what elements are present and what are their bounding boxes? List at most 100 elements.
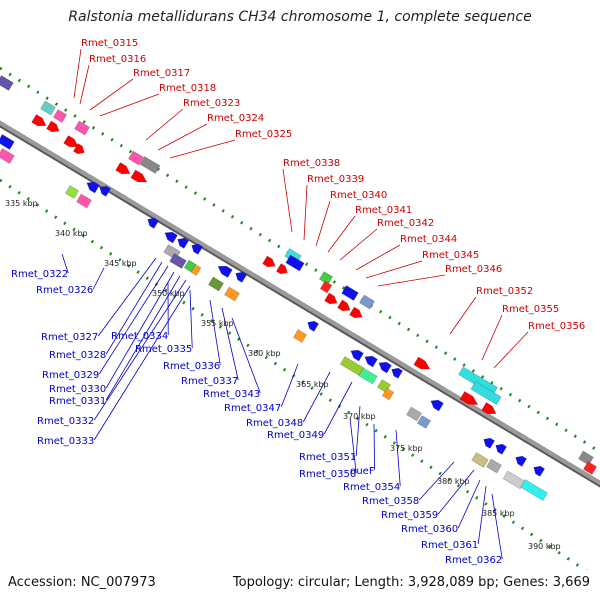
- feature-block: [224, 286, 240, 302]
- reverse-gene-label: Rmet_0322: [11, 269, 68, 280]
- forward-gene-label: Rmet_0344: [400, 234, 457, 245]
- reverse-gene-label: Rmet_0360: [401, 524, 458, 535]
- reverse-gene-arrow: [307, 320, 320, 332]
- forward-leader-line: [339, 228, 378, 261]
- reverse-gene-label: Rmet_0331: [49, 396, 106, 407]
- accession-text: Accession: NC_007973: [8, 575, 156, 590]
- backbone: [0, 120, 600, 486]
- reverse-gene-arrow: [350, 349, 364, 362]
- forward-gene-label: Rmet_0355: [502, 304, 559, 315]
- tick-label: 340 kbp: [55, 229, 88, 238]
- reverse-leader-line: [418, 461, 455, 501]
- reverse-gene-arrow: [430, 399, 444, 412]
- tick-label: 365 kbp: [296, 380, 329, 389]
- forward-gene-arrow: [275, 263, 288, 275]
- forward-gene-arrow: [481, 402, 497, 415]
- forward-leader-line: [449, 296, 477, 335]
- forward-gene-arrow: [63, 135, 79, 148]
- reverse-leader-line: [457, 479, 481, 529]
- forward-leader-line: [481, 314, 503, 361]
- reverse-leader-line: [93, 285, 191, 441]
- reverse-leader-line: [97, 257, 157, 337]
- reverse-gene-label: Rmet_0337: [181, 376, 238, 387]
- reverse-gene-arrow: [364, 355, 378, 368]
- reverse-gene-arrow: [235, 271, 248, 283]
- reverse-gene-label: Rmet_0335: [135, 344, 192, 355]
- reverse-leader-line: [105, 271, 175, 389]
- reverse-leader-line: [93, 279, 187, 421]
- reverse-gene-label: Rmet_0354: [343, 482, 400, 493]
- reverse-gene-label: queF: [350, 466, 375, 477]
- forward-gene-arrow: [115, 162, 131, 175]
- reverse-leader-line: [373, 423, 375, 471]
- reverse-gene-label: Rmet_0332: [37, 416, 94, 427]
- forward-gene-arrow: [413, 356, 431, 370]
- reverse-gene-arrow: [515, 455, 528, 467]
- reverse-leader-line: [221, 307, 239, 381]
- feature-block: [285, 254, 305, 272]
- feature-block: [169, 253, 187, 269]
- feature-block: [381, 387, 395, 401]
- forward-gene-label: Rmet_0323: [183, 98, 240, 109]
- forward-gene-label: Rmet_0317: [133, 68, 190, 79]
- reverse-leader-line: [437, 469, 475, 515]
- feature-block: [318, 271, 334, 285]
- feature-block: [341, 285, 359, 301]
- forward-gene-arrow: [31, 114, 47, 127]
- forward-gene-arrow: [72, 143, 85, 155]
- reverse-gene-arrow: [191, 243, 204, 255]
- reverse-gene-arrow: [164, 231, 178, 244]
- reverse-leader-line: [92, 267, 105, 290]
- forward-gene-label: Rmet_0315: [81, 38, 138, 49]
- forward-gene-arrow: [324, 292, 338, 305]
- reverse-gene-label: Rmet_0350: [299, 469, 356, 480]
- forward-gene-arrow: [349, 306, 363, 319]
- forward-leader-line: [89, 78, 134, 111]
- feature-block: [64, 185, 80, 199]
- feature-block: [470, 381, 502, 405]
- forward-leader-line: [282, 168, 293, 233]
- reverse-gene-label: Rmet_0327: [41, 332, 98, 343]
- forward-gene-label: Rmet_0352: [476, 286, 533, 297]
- feature-block: [183, 259, 197, 273]
- reverse-gene-label: Rmet_0362: [445, 555, 502, 566]
- forward-leader-line: [493, 331, 529, 369]
- reverse-leader-line: [349, 417, 357, 474]
- tick-label: 355 kbp: [201, 319, 234, 328]
- forward-leader-line: [99, 93, 160, 117]
- feature-block: [406, 406, 422, 422]
- forward-gene-label: Rmet_0324: [207, 113, 264, 124]
- reverse-leader-line: [280, 363, 299, 408]
- reverse-leader-line: [355, 405, 361, 457]
- reverse-gene-label: Rmet_0351: [299, 452, 356, 463]
- forward-gene-label: Rmet_0345: [422, 250, 479, 261]
- feature-block: [416, 415, 432, 429]
- map-title: Ralstonia metallidurans CH34 chromosome …: [68, 9, 532, 25]
- feature-block: [0, 148, 15, 164]
- forward-leader-line: [73, 48, 82, 99]
- reverse-gene-label: Rmet_0334: [111, 331, 168, 342]
- reverse-gene-label: Rmet_0330: [49, 384, 106, 395]
- reverse-gene-label: Rmet_0359: [381, 510, 438, 521]
- reverse-gene-label: Rmet_0349: [267, 430, 324, 441]
- feature-block: [52, 109, 68, 123]
- genome-map: Rmet_0315Rmet_0316Rmet_0317Rmet_0318Rmet…: [0, 38, 600, 570]
- reverse-leader-line: [105, 261, 163, 355]
- reverse-gene-arrow: [147, 217, 160, 229]
- reverse-leader-line: [61, 253, 69, 274]
- forward-gene-label: Rmet_0341: [355, 205, 412, 216]
- forward-leader-line: [157, 123, 208, 151]
- topology-summary: Topology: circular; Length: 3,928,089 bp…: [232, 575, 590, 590]
- feature-block: [582, 461, 598, 475]
- reverse-gene-label: Rmet_0358: [362, 496, 419, 507]
- reverse-leader-line: [189, 289, 193, 349]
- reverse-gene-arrow: [86, 181, 100, 194]
- forward-leader-line: [365, 260, 423, 279]
- forward-leader-line: [315, 200, 331, 247]
- forward-gene-label: Rmet_0339: [307, 174, 364, 185]
- forward-leader-line: [355, 244, 401, 271]
- reverse-gene-label: Rmet_0348: [246, 418, 303, 429]
- feature-block: [0, 75, 14, 91]
- forward-gene-arrow: [46, 120, 60, 133]
- forward-leader-line: [377, 274, 446, 287]
